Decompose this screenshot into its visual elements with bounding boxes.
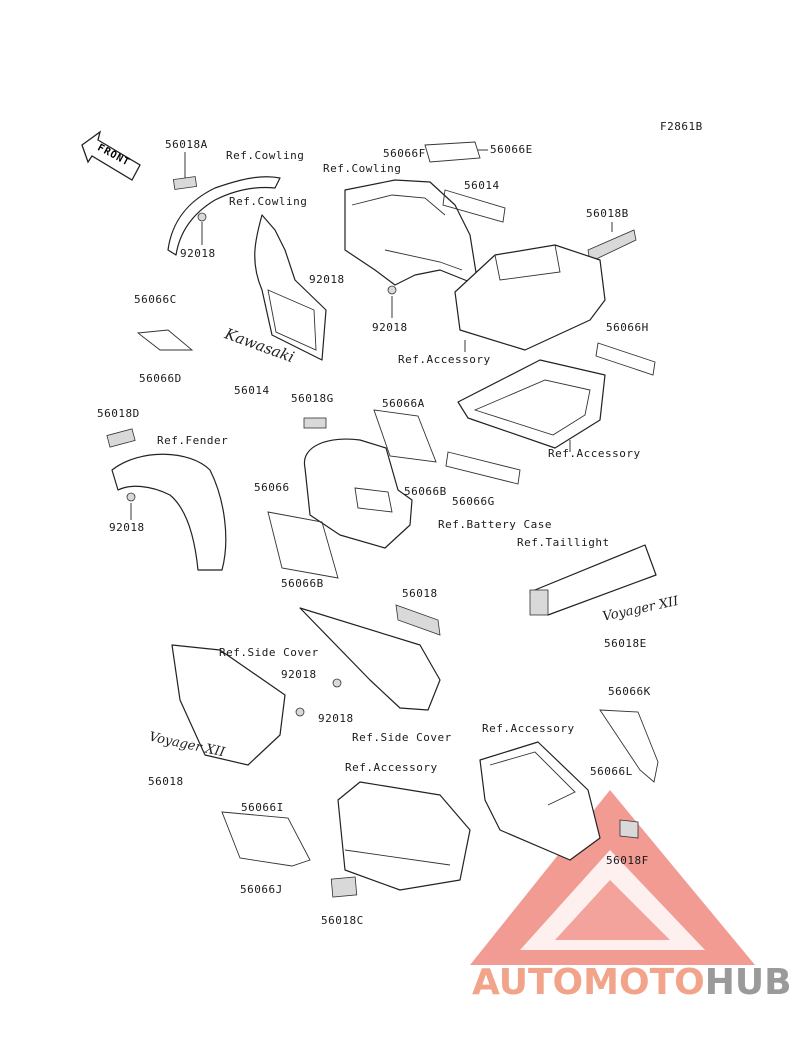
watermark-logo-text: AUTOMOTOHUB bbox=[472, 962, 792, 1003]
label-56066I: 56066I bbox=[241, 801, 284, 814]
label-56018F: 56018F bbox=[606, 854, 649, 867]
label-56066A: 56066A bbox=[382, 397, 425, 410]
part-cowling-strip bbox=[167, 176, 281, 256]
watermark-part-3: HUB bbox=[704, 962, 792, 1003]
label-56018D: 56018D bbox=[97, 407, 140, 420]
label-56066E: 56066E bbox=[490, 143, 533, 156]
label-56018A: 56018A bbox=[165, 138, 208, 151]
part-56066I bbox=[221, 811, 311, 867]
part-92018-grommet-f bbox=[295, 707, 305, 717]
part-56066 bbox=[267, 511, 339, 579]
label-ref-cowling-3: Ref.Cowling bbox=[229, 195, 308, 208]
part-56018F bbox=[619, 819, 639, 839]
part-56018G bbox=[303, 417, 327, 429]
label-92018-e: 92018 bbox=[281, 668, 317, 681]
label-ref-battery-case: Ref.Battery Case bbox=[438, 518, 552, 531]
label-92018-c: 92018 bbox=[372, 321, 408, 334]
watermark-part-1: AUTO bbox=[472, 962, 584, 1003]
part-battery-case-cover bbox=[303, 438, 413, 549]
label-ref-fender: Ref.Fender bbox=[157, 434, 229, 447]
label-56066G: 56066G bbox=[452, 495, 495, 508]
part-56066A bbox=[373, 409, 437, 463]
part-56018D bbox=[106, 428, 136, 448]
part-saddlebag-left bbox=[337, 781, 471, 891]
label-56018-a: 56018 bbox=[402, 587, 438, 600]
label-56018E: 56018E bbox=[604, 637, 647, 650]
part-side-cover-left bbox=[171, 644, 286, 766]
part-56018E-voyager-emblem: Voyager XII bbox=[601, 594, 680, 625]
part-92018-grommet-b bbox=[387, 285, 397, 295]
label-56066B-b: 56066B bbox=[281, 577, 324, 590]
part-trunk-lid bbox=[454, 244, 606, 351]
part-56066F bbox=[424, 141, 481, 163]
part-trunk-base bbox=[457, 359, 606, 449]
label-56066D: 56066D bbox=[139, 372, 182, 385]
label-ref-cowling-2: Ref.Cowling bbox=[323, 162, 402, 175]
watermark-part-2: MOTO bbox=[583, 962, 705, 1003]
label-56018-b: 56018 bbox=[148, 775, 184, 788]
part-56066C bbox=[136, 329, 194, 351]
label-92018-f: 92018 bbox=[318, 712, 354, 725]
label-ref-accessory-4: Ref.Accessory bbox=[345, 761, 438, 774]
part-56066K bbox=[599, 709, 659, 783]
label-ref-accessory-3: Ref.Accessory bbox=[482, 722, 575, 735]
part-56018B bbox=[587, 229, 637, 263]
part-saddlebag-right bbox=[479, 741, 601, 861]
label-56018B: 56018B bbox=[586, 207, 629, 220]
part-56018-emblem bbox=[395, 604, 441, 636]
figure-code: F2861B bbox=[660, 120, 703, 133]
part-fender bbox=[111, 453, 227, 571]
part-side-cover-right bbox=[299, 607, 441, 711]
part-92018-grommet-e bbox=[332, 678, 342, 688]
label-56066F: 56066F bbox=[383, 147, 426, 160]
label-56066J: 56066J bbox=[240, 883, 283, 896]
label-56066: 56066 bbox=[254, 481, 290, 494]
label-92018-a: 92018 bbox=[180, 247, 216, 260]
label-ref-side-cover-2: Ref.Side Cover bbox=[352, 731, 452, 744]
label-56018C: 56018C bbox=[321, 914, 364, 927]
label-92018-b: 92018 bbox=[309, 273, 345, 286]
label-56014-top: 56014 bbox=[464, 179, 500, 192]
label-ref-cowling-1: Ref.Cowling bbox=[226, 149, 305, 162]
label-56066H: 56066H bbox=[606, 321, 649, 334]
label-56066K: 56066K bbox=[608, 685, 651, 698]
label-ref-accessory-1: Ref.Accessory bbox=[398, 353, 491, 366]
label-56066B-a: 56066B bbox=[404, 485, 447, 498]
label-56014-mid: 56014 bbox=[234, 384, 270, 397]
part-56018A bbox=[172, 176, 198, 190]
part-56066H bbox=[595, 342, 656, 376]
part-92018-grommet-a bbox=[197, 212, 207, 222]
part-56066G bbox=[445, 451, 521, 485]
part-upper-cowling bbox=[344, 179, 479, 286]
watermark-triangle bbox=[470, 790, 755, 965]
label-56066L: 56066L bbox=[590, 765, 633, 778]
label-ref-taillight: Ref.Taillight bbox=[517, 536, 610, 549]
part-56014-top bbox=[442, 189, 506, 223]
label-56066C: 56066C bbox=[134, 293, 177, 306]
part-56018C bbox=[330, 876, 358, 898]
part-cowling-panel bbox=[254, 214, 327, 361]
front-arrow-icon bbox=[81, 130, 141, 181]
label-92018-d: 92018 bbox=[109, 521, 145, 534]
label-ref-side-cover-1: Ref.Side Cover bbox=[219, 646, 319, 659]
label-56018G: 56018G bbox=[291, 392, 334, 405]
label-ref-accessory-2: Ref.Accessory bbox=[548, 447, 641, 460]
part-92018-grommet-c bbox=[126, 492, 136, 502]
